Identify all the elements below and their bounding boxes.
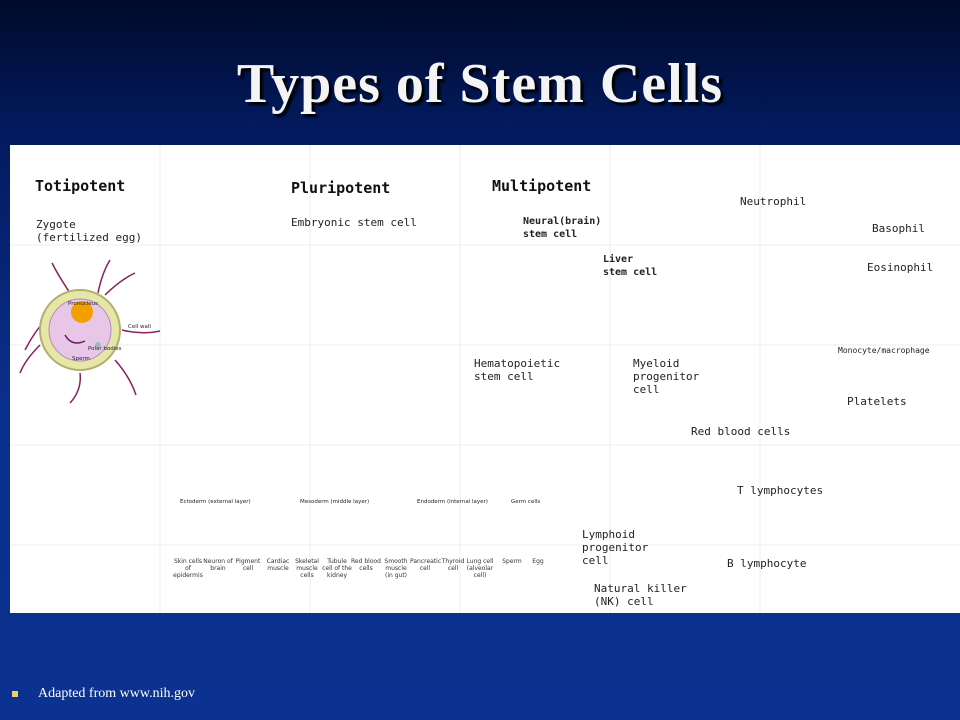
liver-stem-cell-label: Liver stem cell (603, 254, 658, 278)
mesoderm-header: Mesoderm (middle layer) (300, 499, 370, 505)
pronucleus-label: Pronucleus (68, 301, 98, 307)
pluripotent-desc: Embryonic stem cell (291, 216, 417, 229)
germ-cell-caption: Egg (532, 558, 544, 565)
background-grid (10, 145, 960, 613)
ectoderm-header: Ectoderm (external layer) (180, 499, 251, 505)
germ-cell-caption: Lung cell (alveolar cell) (466, 558, 494, 579)
germ-cell-caption: Cardiac muscle (266, 558, 290, 572)
stem-cell-diagram: Totipotent Zygote (fertilized egg) Pronu… (10, 145, 960, 613)
nk-cell-label: Natural killer (NK) cell (594, 582, 687, 608)
pluripotent-heading: Pluripotent (291, 179, 391, 197)
cell-wall-label: Cell wall (128, 324, 151, 330)
totipotent-heading: Totipotent (35, 177, 126, 195)
germ-cell-caption: Pigment cell (235, 558, 261, 572)
monocyte-label: Monocyte/macrophage (838, 346, 930, 355)
basophil-label: Basophil (872, 222, 925, 235)
myeloid-label: Myeloid progenitor cell (633, 357, 700, 396)
slide-title: Types of Stem Cells (236, 53, 724, 115)
sperm-label: Sperm (72, 356, 90, 362)
germ-cell-caption: Neuron of brain (203, 558, 233, 572)
zygote-illustration (19, 259, 161, 404)
footer-text: Adapted from www.nih.gov (38, 686, 195, 701)
diagram-graphics (10, 145, 960, 613)
multipotent-heading: Multipotent (492, 177, 592, 195)
footer-note: Adapted from www.nih.gov (12, 686, 195, 702)
t-lymphocytes-label: T lymphocytes (737, 484, 824, 497)
germ-cell-caption: Skeletal muscle cells (295, 558, 319, 579)
germ-cell-caption: Red blood cells (351, 558, 381, 572)
germ-cell-caption: Smooth muscle (in gut) (384, 558, 408, 579)
eosinophil-label: Eosinophil (867, 261, 934, 274)
platelets-label: Platelets (847, 395, 907, 408)
hematopoietic-label: Hematopoietic stem cell (474, 357, 561, 383)
bullet-icon (12, 691, 18, 697)
germ-cell-caption: Thyroid cell (441, 558, 465, 572)
lymphoid-label: Lymphoid progenitor cell (582, 528, 649, 567)
germ-cells-header: Germ cells (511, 499, 541, 505)
endoderm-header: Endoderm (internal layer) (417, 499, 488, 505)
polar-bodies-label: Polar bodies (88, 346, 122, 352)
neural-stem-cell-label: Neural(brain) stem cell (523, 216, 602, 240)
germ-cell-caption: Sperm (502, 558, 522, 565)
b-lymphocyte-label: B lymphocyte (727, 557, 807, 570)
germ-cell-caption: Tubule cell of the kidney (322, 558, 352, 579)
neutrophil-label: Neutrophil (740, 195, 807, 208)
totipotent-desc: Zygote (fertilized egg) (36, 218, 142, 244)
germ-cell-caption: Pancreatic cell (410, 558, 442, 572)
rbc-label: Red blood cells (691, 425, 791, 438)
germ-cell-caption: Skin cells of epidermis (173, 558, 203, 579)
